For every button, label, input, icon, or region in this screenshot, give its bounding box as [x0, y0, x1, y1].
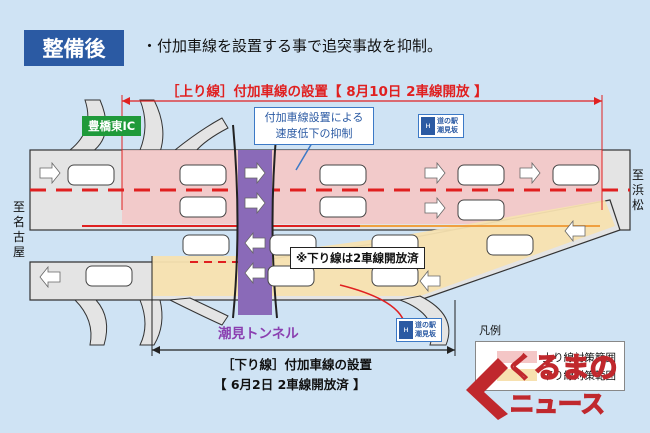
- legend-label-down: 下り線対策範囲: [542, 369, 617, 382]
- roadside-station-icon: ʜ: [399, 321, 413, 339]
- after-badge: 整備後: [24, 30, 124, 66]
- tunnel-edge-left: [232, 124, 239, 319]
- car: [457, 199, 505, 221]
- headline: ・付加車線を設置する事で追突事故を抑制。: [142, 37, 443, 55]
- station-line2: 潮見坂: [437, 126, 458, 134]
- legend-item-up: 上り線対策範囲: [484, 348, 616, 366]
- arrow-right-icon: [424, 196, 446, 220]
- roadside-station-icon: ʜ: [421, 117, 435, 135]
- ramp-bottom-left: [73, 299, 108, 346]
- watermark-logo-icon: [466, 358, 508, 420]
- ramp-bottom-right: [168, 297, 229, 326]
- dir-char: 名: [12, 215, 25, 229]
- car: [85, 265, 133, 287]
- car: [267, 265, 315, 287]
- car: [319, 196, 367, 218]
- station-line1: 道の駅: [415, 321, 436, 329]
- car: [179, 196, 227, 218]
- dir-char: 至: [12, 200, 25, 214]
- speed-note-line1: 付加車線設置による: [264, 111, 364, 124]
- car: [552, 164, 600, 186]
- legend-item-down: 下り線対策範囲: [484, 366, 616, 384]
- car: [319, 164, 367, 186]
- arrow-right-icon: [244, 191, 266, 215]
- station-line1: 道の駅: [437, 117, 458, 125]
- watermark: くるまの ニュース: [458, 340, 638, 425]
- legend-title: 凡例: [479, 324, 501, 337]
- down-line-title-1: ［下り線］付加車線の設置: [222, 357, 373, 372]
- arrow-left-icon: [564, 219, 586, 243]
- up-line-title: ［上り線］付加車線の設置【 8月10日 2車線開放 】: [166, 84, 488, 100]
- dir-char: 浜: [631, 183, 644, 197]
- down-open-note: ※下り線は2車線開放済: [290, 247, 425, 269]
- watermark-line2: ニュース: [509, 389, 605, 419]
- tunnel-label: 潮見トンネル: [218, 326, 299, 342]
- car: [486, 234, 534, 256]
- arrow-left-icon: [419, 269, 441, 293]
- station-line2: 潮見坂: [415, 330, 436, 338]
- ramp-top-right: [173, 117, 229, 153]
- note-pointer: [295, 142, 313, 171]
- ramp-bottom-mid: [139, 299, 163, 346]
- direction-nagoya: 至 名 古 屋: [12, 200, 26, 260]
- speed-note-line2: 速度低下の抑制: [275, 127, 353, 140]
- arrow-right-icon: [519, 161, 541, 185]
- car: [371, 265, 419, 287]
- up-span-arrow-right: [594, 97, 602, 105]
- dir-char: 古: [12, 230, 25, 244]
- roadside-station-top: ʜ 道の駅 潮見坂: [418, 114, 464, 138]
- arrow-left-icon: [39, 265, 61, 289]
- ramp-top-mid: [139, 99, 164, 153]
- car: [67, 164, 115, 186]
- car: [179, 164, 227, 186]
- down-line-title-2: 【 6月2日 2車線開放済 】: [214, 377, 366, 392]
- dir-char: 至: [631, 168, 644, 182]
- roadside-station-bottom: ʜ 道の駅 潮見坂: [396, 318, 442, 342]
- car: [457, 164, 505, 186]
- speed-note: 付加車線設置による 速度低下の抑制: [254, 107, 374, 145]
- down-span-arrow-right: [447, 346, 455, 354]
- interchange-label: 豊橋東IC: [82, 116, 142, 136]
- down-span-arrow-left: [152, 346, 160, 354]
- arrow-left-icon: [244, 261, 266, 285]
- up-span-arrow-left: [122, 97, 130, 105]
- arrow-right-icon: [244, 161, 266, 185]
- tunnel-edge-right: [271, 124, 278, 319]
- direction-hamamatsu: 至 浜 松: [631, 168, 645, 213]
- car: [182, 234, 230, 256]
- dir-char: 松: [631, 198, 644, 212]
- legend-swatch-up: [496, 351, 537, 363]
- watermark-line1: くるまの: [505, 350, 618, 385]
- arrow-right-icon: [424, 161, 446, 185]
- arrow-left-icon: [244, 231, 266, 255]
- legend-label-up: 上り線対策範囲: [542, 351, 617, 364]
- dir-char: 屋: [12, 245, 25, 259]
- arrow-right-icon: [39, 161, 61, 185]
- legend-swatch-down: [496, 369, 537, 381]
